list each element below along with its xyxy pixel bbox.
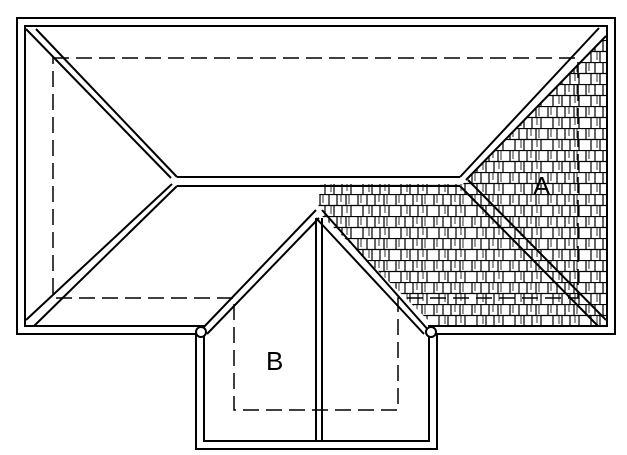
roof-outline [16, 17, 616, 450]
ridge-lines [25, 27, 607, 335]
region-b-label: B [266, 346, 283, 376]
wall-dashed-lines [52, 57, 579, 411]
region-a-label: A [533, 171, 551, 201]
junction-left [195, 326, 207, 338]
valley-junction-markers [195, 326, 437, 338]
junction-right [425, 326, 437, 338]
